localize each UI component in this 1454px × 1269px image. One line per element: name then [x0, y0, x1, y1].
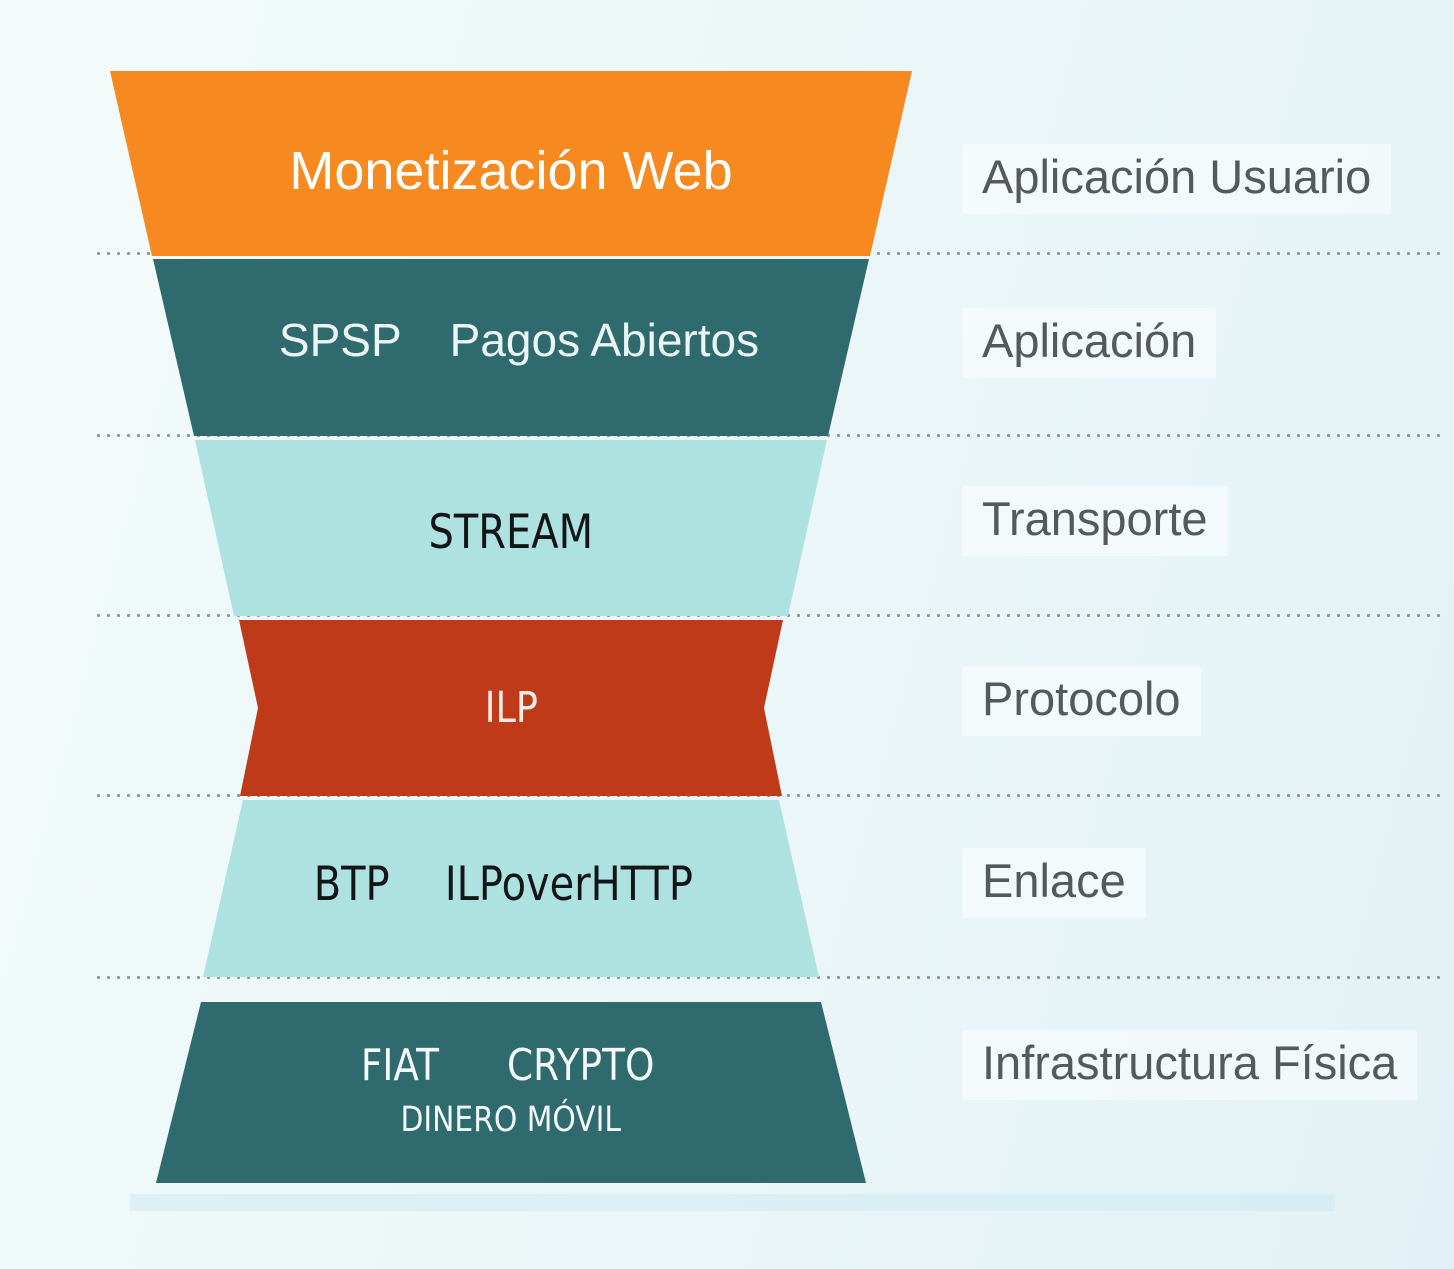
stack-level-label-aplicacion-usuario: Aplicación Usuario — [962, 144, 1392, 214]
layer-sublabel-physical: DINERO MÓVIL — [0, 1098, 1022, 1142]
layer-shape-stream — [195, 440, 827, 616]
stack-level-label-aplicacion: Aplicación — [962, 308, 1217, 378]
layer-shape-btp-ilpoverhttp — [203, 800, 819, 977]
layer-label-physical: FIAT CRYPTO — [0, 1040, 1022, 1092]
layer-shape-web-monetization — [110, 71, 912, 256]
layer-label-text-fiat: FIAT — [361, 1040, 440, 1091]
stack-level-label-enlace: Enlace — [962, 848, 1146, 918]
stack-level-label-text: Transporte — [962, 486, 1228, 556]
layer-label-web-monetization: Monetización Web — [0, 140, 1022, 202]
layer-label-text: ILP — [484, 683, 538, 733]
stack-level-label-text: Protocolo — [962, 666, 1201, 736]
stack-level-label-text: Enlace — [962, 848, 1146, 918]
stack-level-label-text: Infrastructura Física — [962, 1030, 1418, 1100]
stack-level-label-text: Aplicación Usuario — [962, 144, 1392, 214]
layer-label-text-ilpoverhttp: ILPoverHTTP — [444, 857, 693, 912]
layer-label-text-pagos-abiertos: Pagos Abiertos — [449, 314, 760, 366]
layer-shape-physical — [156, 1002, 866, 1183]
layer-label-application: SPSP Pagos Abiertos — [8, 313, 1030, 367]
layer-shape-ilp — [239, 620, 783, 796]
layer-label-ilp: ILP — [0, 683, 1022, 733]
separator-dotted-line-5 — [96, 975, 1440, 980]
layer-label-text-btp: BTP — [314, 857, 391, 912]
layer-label-text: Monetización Web — [289, 141, 733, 201]
stack-level-label-infrastructura-fisica: Infrastructura Física — [962, 1030, 1418, 1100]
stack-level-label-transporte: Transporte — [962, 486, 1228, 556]
layer-label-text-dinero-movil: DINERO MÓVIL — [400, 1100, 622, 1140]
stack-level-label-text: Aplicación — [962, 308, 1217, 378]
layer-shape-spsp-open-payments — [153, 259, 869, 436]
funnel-base-shadow — [130, 1194, 1335, 1211]
stack-level-label-protocolo: Protocolo — [962, 666, 1201, 736]
layer-label-text: STREAM — [428, 505, 594, 560]
layer-label-link: BTP ILPoverHTTP — [0, 857, 1022, 912]
layer-label-text-spsp: SPSP — [278, 314, 402, 366]
layer-label-stream: STREAM — [0, 505, 1022, 560]
layer-label-text-crypto: CRYPTO — [507, 1040, 655, 1091]
